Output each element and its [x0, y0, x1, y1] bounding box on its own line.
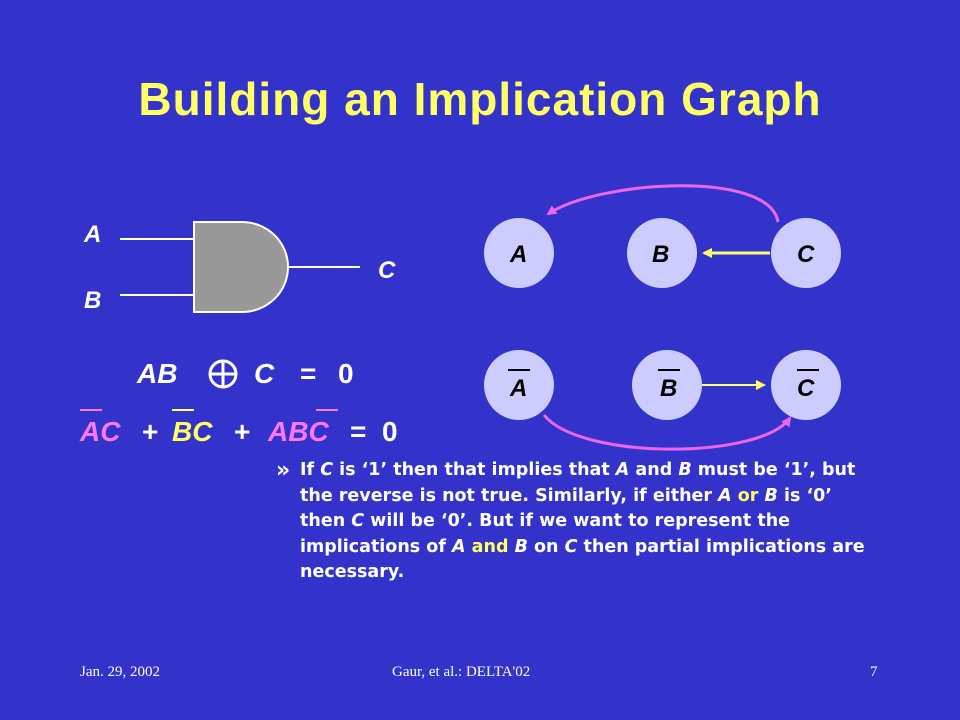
footer-date: Jan. 29, 2002 [80, 664, 160, 680]
eq1-ab: AB [136, 358, 177, 389]
gate-label-a: A [83, 221, 101, 248]
node-c-label: C [797, 241, 815, 268]
and-gate-body [193, 221, 289, 313]
eq1-value: 0 [338, 358, 354, 389]
footer-page-number: 7 [870, 664, 878, 680]
eq2-term2: BC [172, 416, 213, 447]
highlight-or: or [737, 485, 759, 506]
node-not-a-label: A [509, 375, 527, 402]
eq1-c: C [254, 358, 275, 389]
gate-label-c: C [378, 257, 396, 284]
edge-not-a-to-not-c [542, 414, 792, 451]
eq1-equals: = [300, 358, 316, 389]
node-b [627, 218, 697, 288]
gate-label-b: B [84, 287, 101, 314]
bullet-marker: » [276, 458, 291, 483]
node-not-c-label: C [797, 375, 815, 402]
eq2-term3: ABC [267, 416, 329, 447]
node-not-b-label: B [660, 375, 677, 402]
node-not-a [484, 350, 554, 420]
edge-c-to-a [546, 184, 780, 223]
node-not-b [632, 350, 702, 420]
bullet-text: If C is ‘1’ then that implies that A and… [300, 460, 865, 582]
highlight-and: and [471, 536, 509, 557]
equation-2: AC + BC + ABC = 0 [79, 409, 398, 447]
node-c [771, 218, 841, 288]
slide-title: Building an Implication Graph [138, 73, 822, 125]
explanation-bullet: » If C is ‘1’ then that implies that A a… [276, 458, 878, 586]
equation-1: AB C = 0 [136, 358, 354, 389]
eq2-equals: = [350, 416, 366, 447]
node-not-c [771, 350, 841, 420]
eq2-value: 0 [382, 416, 398, 447]
implication-graph-negated: A B C [484, 350, 841, 451]
eq2-term1: AC [79, 416, 121, 447]
and-gate: A B C [83, 221, 396, 314]
eq2-plus1: + [142, 416, 158, 447]
eq2-plus2: + [234, 416, 250, 447]
footer-author: Gaur, et al.: DELTA'02 [392, 664, 531, 680]
node-a-label: A [509, 241, 527, 268]
node-b-label: B [652, 241, 669, 268]
node-a [484, 218, 554, 288]
implication-graph-positive: A B C [484, 184, 841, 288]
